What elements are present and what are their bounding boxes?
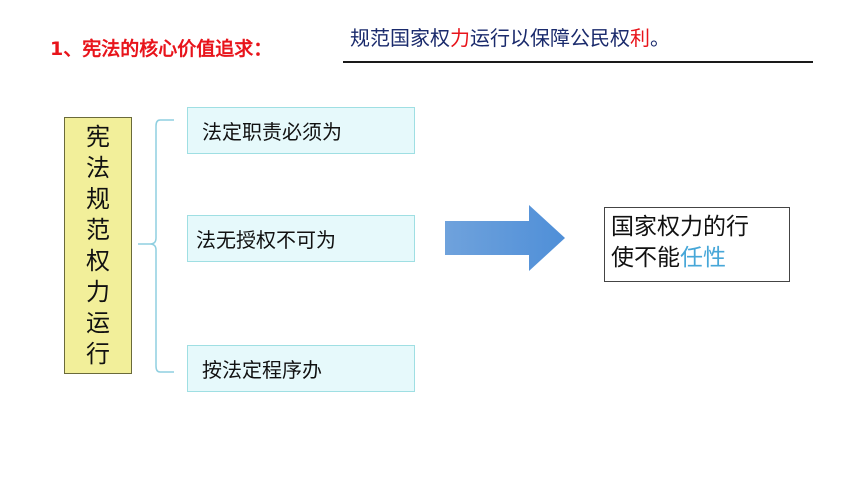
conclusion-box: 国家权力的行 使不能任性 <box>604 207 790 282</box>
answer-highlight-1: 力 <box>450 26 470 50</box>
question-heading: 1、宪法的核心价值追求： <box>50 38 273 60</box>
vertical-label-box: 宪 法 规 范 权 力 运 行 <box>64 117 132 374</box>
vertical-char: 规 <box>86 184 110 213</box>
principle-label: 法定职责必须为 <box>202 120 342 144</box>
answer-highlight-2: 利 <box>630 26 650 50</box>
answer-part-3: 运行以保障公民权 <box>470 26 630 50</box>
conclusion-line-2: 使不能任性 <box>611 243 789 274</box>
answer-underline <box>343 61 813 63</box>
vertical-char: 范 <box>86 215 110 244</box>
conclusion-line-1: 国家权力的行 <box>611 214 749 240</box>
vertical-char: 力 <box>86 277 110 306</box>
vertical-char: 权 <box>86 246 110 275</box>
vertical-char: 法 <box>86 153 110 182</box>
principle-box-1: 法定职责必须为 <box>187 107 415 154</box>
conclusion-text: 使不能 <box>611 245 680 271</box>
brace-connector <box>138 119 174 373</box>
principle-box-2: 法无授权不可为 <box>187 215 415 262</box>
principle-box-3: 按法定程序办 <box>187 345 415 392</box>
principle-label: 按法定程序办 <box>202 358 322 382</box>
answer-text: 规范国家权力运行以保障公民权利。 <box>350 22 670 51</box>
conclusion-highlight: 任性 <box>680 245 726 271</box>
answer-part-1: 规范国家权 <box>350 26 450 50</box>
vertical-char: 宪 <box>86 122 110 151</box>
vertical-char: 行 <box>86 339 110 368</box>
answer-period: 。 <box>650 26 670 50</box>
vertical-char: 运 <box>86 308 110 337</box>
right-arrow-icon <box>445 205 565 271</box>
principle-label: 法无授权不可为 <box>196 228 336 252</box>
